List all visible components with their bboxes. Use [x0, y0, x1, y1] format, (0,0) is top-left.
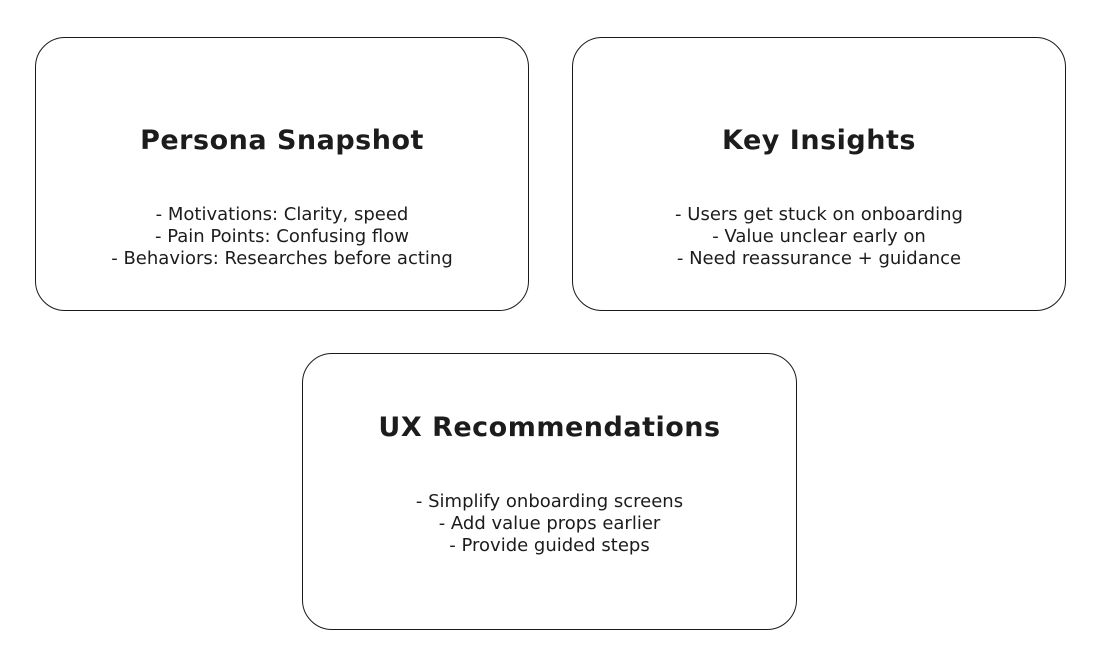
card-body-key-insights: - Users get stuck on onboarding - Value … [573, 204, 1065, 270]
bullet-line: - Behaviors: Researches before acting [111, 248, 453, 269]
card-body-persona-snapshot: - Motivations: Clarity, speed - Pain Poi… [36, 204, 528, 270]
bullet-line: - Users get stuck on onboarding [675, 204, 963, 225]
bullet-line: - Need reassurance + guidance [676, 248, 962, 269]
card-title-key-insights: Key Insights [722, 125, 916, 156]
card-ux-recommendations: UX Recommendations - Simplify onboarding… [302, 353, 797, 630]
card-body-ux-recommendations: - Simplify onboarding screens - Add valu… [303, 491, 796, 557]
bullet-line: - Simplify onboarding screens [415, 491, 684, 512]
bullet-line: - Provide guided steps [449, 535, 650, 556]
bullet-line: - Add value props earlier [438, 513, 661, 534]
bullet-line: - Pain Points: Confusing flow [154, 226, 410, 247]
card-title-ux-recommendations: UX Recommendations [378, 412, 721, 443]
card-persona-snapshot: Persona Snapshot - Motivations: Clarity,… [35, 37, 529, 311]
bullet-line: - Value unclear early on [712, 226, 926, 247]
card-title-persona-snapshot: Persona Snapshot [140, 125, 424, 156]
bullet-line: - Motivations: Clarity, speed [155, 204, 409, 225]
card-key-insights: Key Insights - Users get stuck on onboar… [572, 37, 1066, 311]
